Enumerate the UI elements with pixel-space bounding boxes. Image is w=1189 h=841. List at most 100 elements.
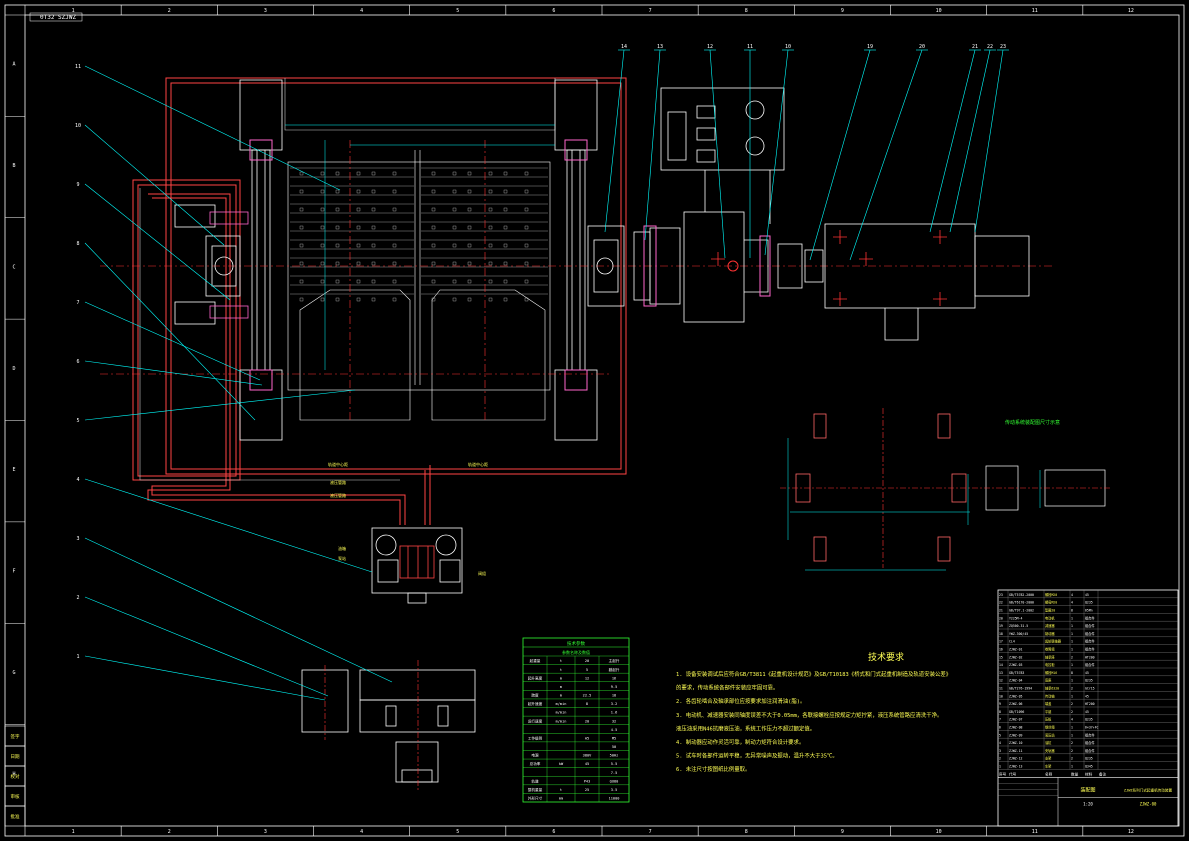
tech-requirement-line: 6. 未注尺寸按图纸比例量取。 bbox=[676, 765, 750, 773]
spec-table-cell: 起升速度 bbox=[528, 701, 543, 706]
leader-label: 4 bbox=[76, 477, 79, 483]
spec-table-cell: 外形尺寸 bbox=[528, 796, 543, 801]
grid-col-label: 12 bbox=[1128, 829, 1134, 835]
bom-cell: 轴承6320 bbox=[1045, 685, 1059, 690]
signature-strip-label: 日期 bbox=[11, 754, 20, 760]
grid-col-label: 9 bbox=[841, 8, 844, 14]
top-callout-label: 20 bbox=[919, 44, 925, 50]
spec-table-cell: 1.6 bbox=[611, 711, 618, 715]
spec-table-cell: 50 bbox=[612, 745, 616, 749]
bom-cell: 减速器 bbox=[1045, 623, 1055, 628]
bom-cell: 8 bbox=[1071, 608, 1073, 612]
leader-label: 7 bbox=[76, 300, 79, 306]
bom-cell: 组合件 bbox=[1085, 615, 1095, 620]
top-callout-label: 10 bbox=[785, 44, 791, 50]
bom-cell: 5 bbox=[999, 733, 1001, 737]
bom-header-cell: 名称 bbox=[1045, 771, 1053, 776]
bom-cell: 2 bbox=[1071, 710, 1073, 714]
title-block-drawing-no: ZJWZ-00 bbox=[1140, 801, 1157, 806]
tech-requirement-line: 液压油采用N46抗磨液压油，系统工作压力不超过额定值。 bbox=[676, 724, 815, 732]
bom-cell: 夹轨器 bbox=[1045, 748, 1055, 753]
bom-cell: 组合件 bbox=[1085, 662, 1095, 667]
spec-table-cell: mm bbox=[559, 797, 563, 801]
spec-table-cell: 整机重量 bbox=[528, 787, 543, 792]
bom-header-cell: 序号 bbox=[999, 771, 1007, 776]
top-callout-label: 22 bbox=[987, 44, 993, 50]
bom-cell: 2 bbox=[1071, 702, 1073, 706]
grid-col-label: 4 bbox=[360, 8, 363, 14]
top-callout-label: 11 bbox=[747, 44, 753, 50]
bom-cell: 螺栓M16 bbox=[1045, 670, 1057, 675]
rail-label-4: 液压管路 bbox=[330, 492, 346, 498]
bom-cell: 10 bbox=[999, 694, 1003, 698]
bom-cell: 压板 bbox=[1045, 717, 1052, 722]
bom-cell: 组合件 bbox=[1085, 639, 1095, 644]
bom-cell: 1 bbox=[1071, 725, 1073, 729]
bom-cell: 轴承座 bbox=[1045, 654, 1055, 659]
tech-requirement-line: 2. 各齿轮啮合及轴承部位应按要求加注润滑油(脂)。 bbox=[676, 697, 805, 705]
bom-cell: 螺栓M20 bbox=[1045, 592, 1057, 597]
bom-cell: ZJWZ-04 bbox=[1009, 679, 1023, 683]
bom-cell: 车架 bbox=[1045, 763, 1052, 768]
bom-cell: Y225M-4 bbox=[1009, 616, 1023, 620]
bom-cell: YWZ-300/45 bbox=[1009, 632, 1028, 636]
bom-cell: GCr15 bbox=[1085, 686, 1095, 690]
bom-cell: 1 bbox=[1071, 647, 1073, 651]
leader-label: 1 bbox=[76, 654, 79, 660]
hydraulic-label-1: 油箱 bbox=[338, 545, 346, 551]
bom-cell: 底座 bbox=[1045, 678, 1052, 683]
bom-cell: ZJWZ-01 bbox=[1009, 647, 1023, 651]
spec-table-cell: m bbox=[560, 676, 562, 680]
tech-requirements: 技术要求 1. 设备安装调试后应符合GB/T3811《起重机设计规范》及GB/T… bbox=[676, 651, 951, 773]
bom-cell: HT200 bbox=[1085, 702, 1095, 706]
tech-requirement-line: 3. 电动机、减速器安装同轴度误差不大于0.05mm，各联接螺栓应按规定力矩拧紧… bbox=[676, 711, 942, 719]
bom-cell: ZJWZ-06 bbox=[1009, 702, 1023, 706]
spec-table-cell: QU80 bbox=[610, 779, 619, 783]
grid-col-label: 4 bbox=[360, 829, 363, 835]
spec-table-cell: 8 bbox=[586, 702, 588, 706]
spec-table-cell: kW bbox=[559, 762, 564, 766]
bom-cell: 15 bbox=[999, 655, 1003, 659]
spec-table-cell: 22.5 bbox=[583, 694, 592, 698]
leader-label: 2 bbox=[76, 595, 79, 601]
bom-cell: 19 bbox=[999, 624, 1003, 628]
spec-table-cell: 11000 bbox=[609, 797, 620, 801]
spec-table-cell: M5 bbox=[612, 736, 616, 740]
top-callout-label: 13 bbox=[657, 44, 663, 50]
bom-cell: ZJWZ-02 bbox=[1009, 655, 1023, 659]
bom-header-cell: 备注 bbox=[1099, 771, 1107, 776]
title-block-scale: 1:20 bbox=[1083, 801, 1093, 806]
bom-cell: 1 bbox=[1071, 640, 1073, 644]
title-block-project: ZJWZ系列门式起重机传动装置 bbox=[1124, 787, 1173, 792]
bom-cell: 45 bbox=[1085, 593, 1089, 597]
bom-cell: 垫圈20 bbox=[1045, 607, 1055, 612]
drawing-code: 0T32 SZJWZ bbox=[40, 14, 77, 21]
bom-cell: 4 bbox=[1071, 601, 1073, 605]
bom-cell: CL4 bbox=[1009, 640, 1015, 644]
bom-cell: 组合件 bbox=[1085, 732, 1095, 737]
spec-table-title: 技术参数 bbox=[567, 640, 585, 647]
spec-table-cell: 起重量 bbox=[530, 658, 541, 663]
bom-cell: 液压站 bbox=[1045, 732, 1055, 737]
bom-cell: GB/T5782-2000 bbox=[1009, 593, 1034, 597]
bom-cell: 制动器 bbox=[1045, 631, 1055, 636]
spec-table-cell: m/min bbox=[556, 711, 567, 715]
bom-cell: 7 bbox=[999, 718, 1001, 722]
spec-table-cell: 380V bbox=[583, 754, 592, 758]
rail-label-2: 轨道中心距 bbox=[468, 461, 488, 467]
spec-table-cell: 4.5 bbox=[611, 728, 618, 732]
spec-table-cell: t bbox=[560, 788, 562, 792]
bom-cell: 1 bbox=[1071, 632, 1073, 636]
spec-table-cell: 16 bbox=[612, 676, 616, 680]
grid-col-label: 3 bbox=[264, 829, 267, 835]
bom-cell: GB/T97.1-2002 bbox=[1009, 608, 1034, 612]
bom-cell: 1 bbox=[1071, 616, 1073, 620]
bom-cell: 端盖 bbox=[1045, 701, 1052, 706]
spec-table-cell: 工作级别 bbox=[528, 735, 543, 740]
bom-cell: 2 bbox=[1071, 655, 1073, 659]
